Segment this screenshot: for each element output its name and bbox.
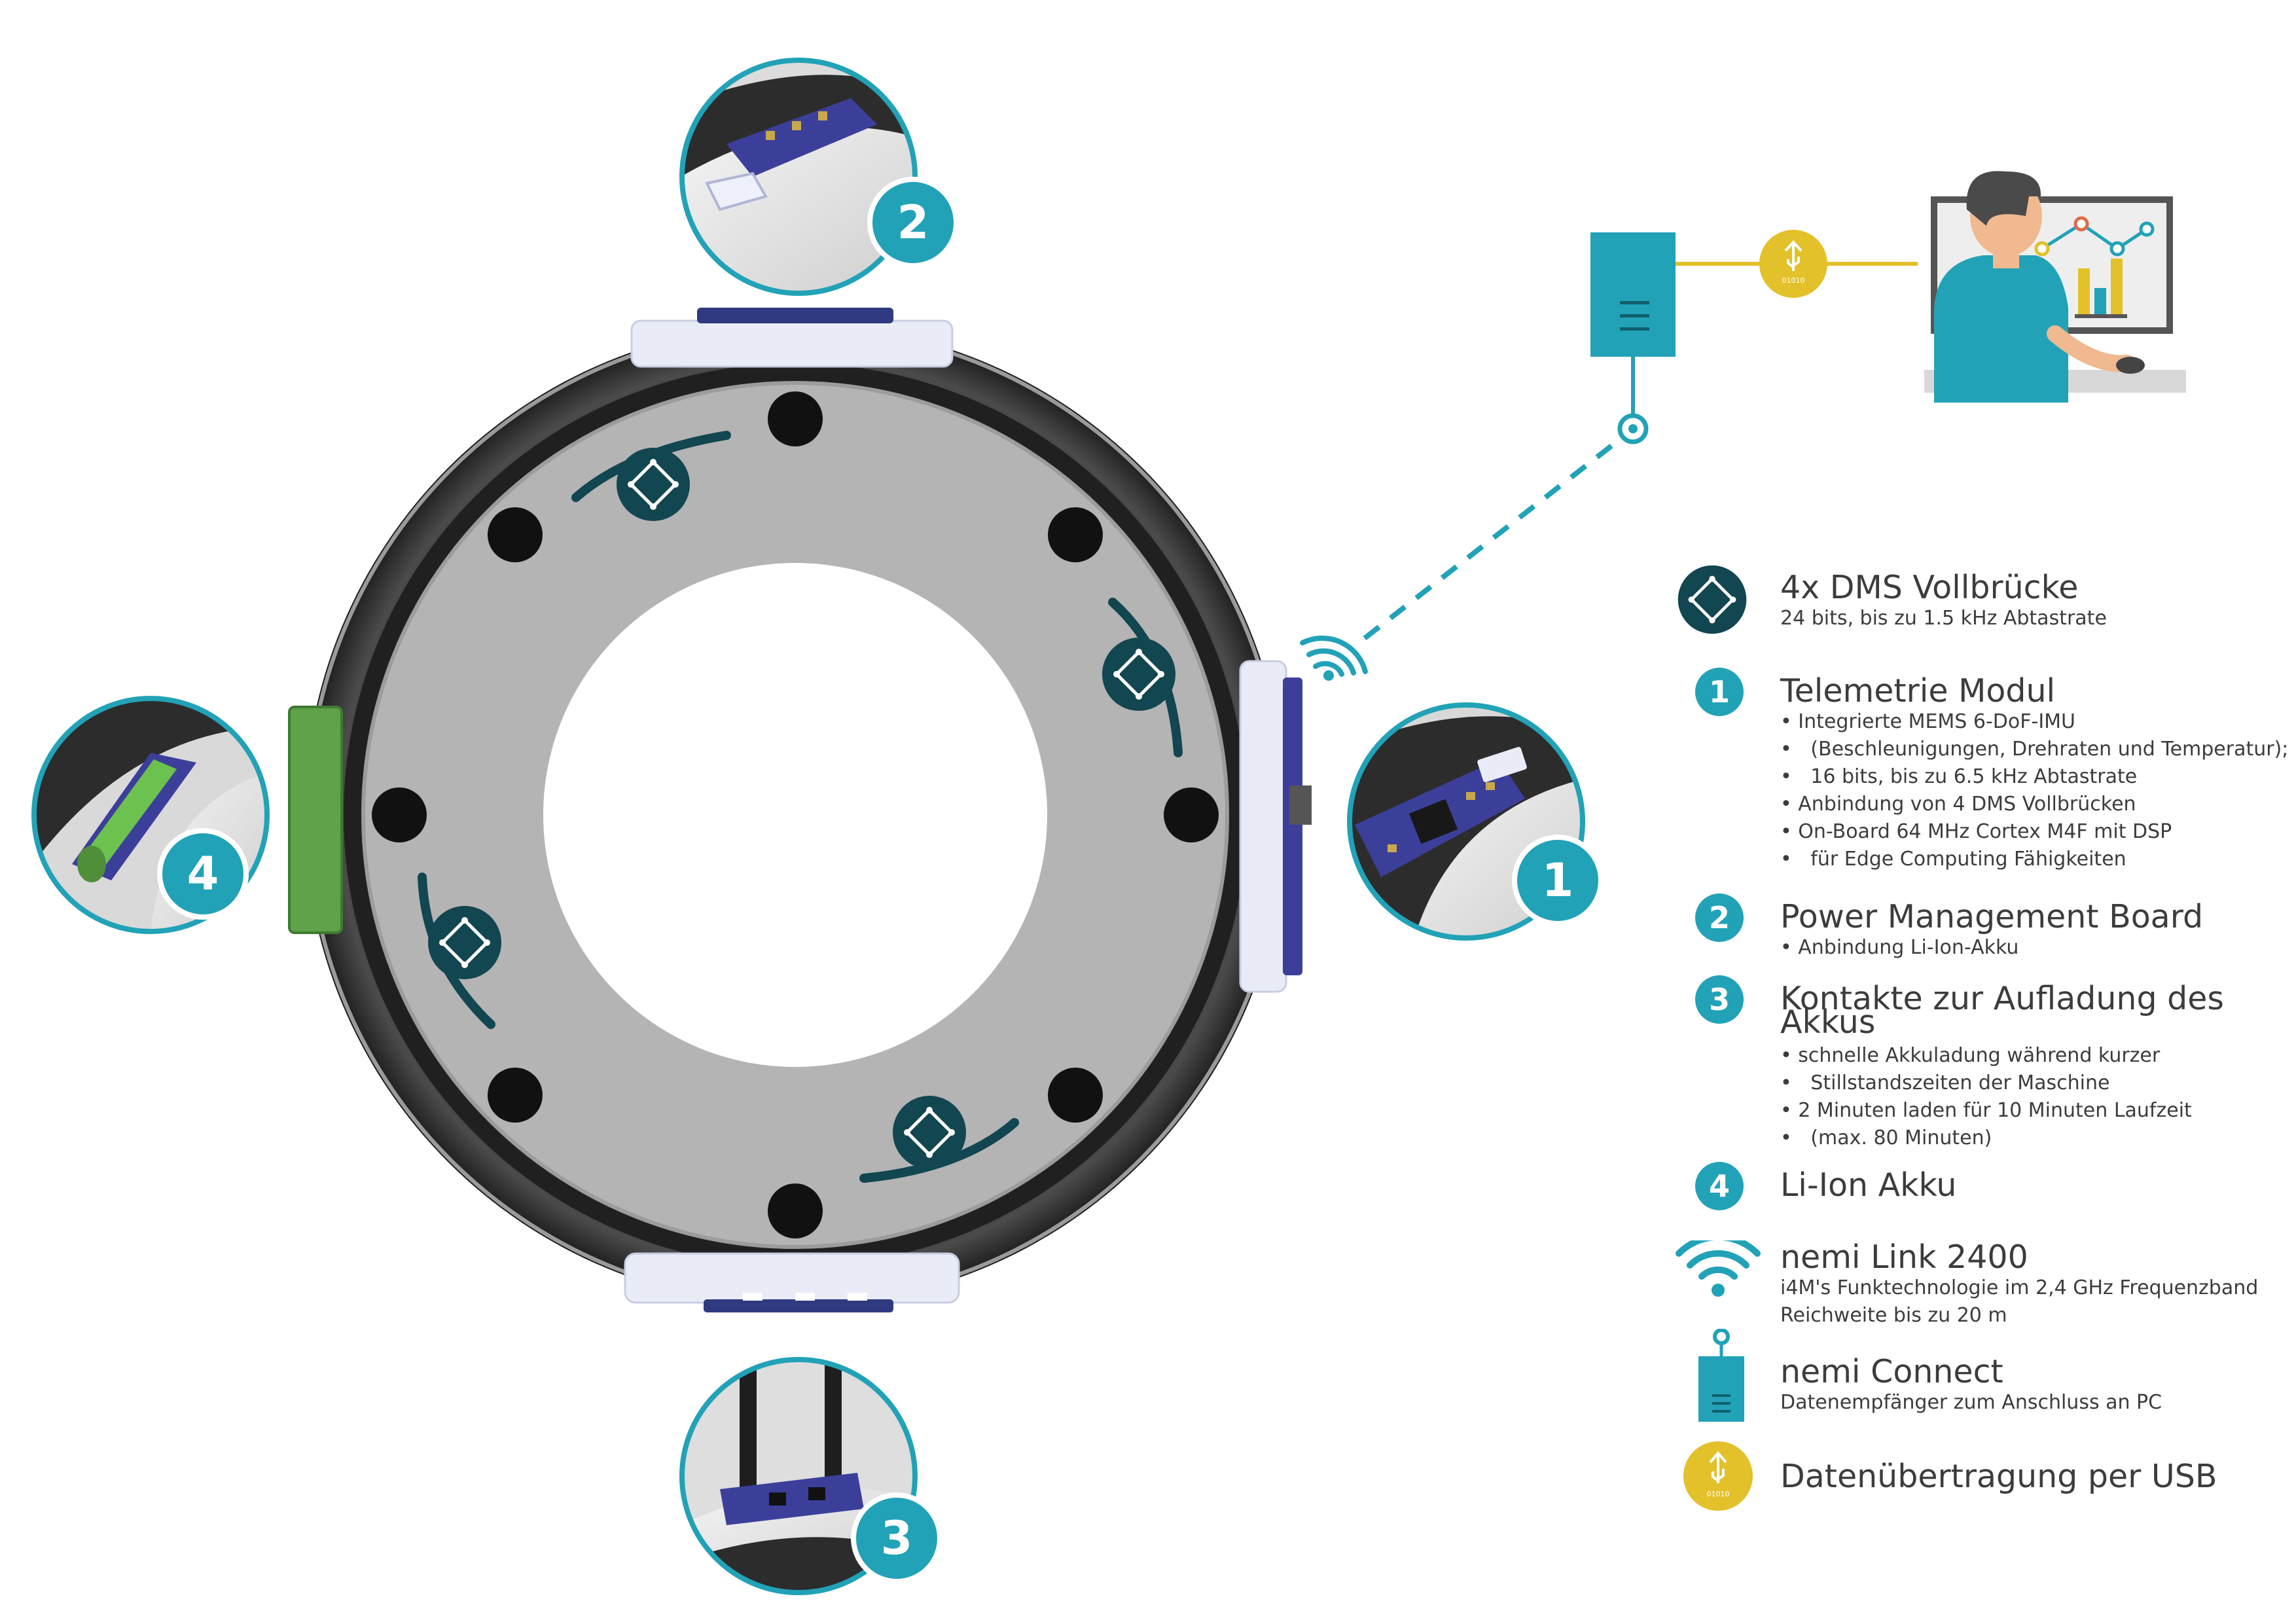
callout-2-badge: 2 <box>867 177 959 268</box>
list-item: Stillstandszeiten der Maschine <box>1780 1070 2192 1097</box>
list-item: für Edge Computing Fähigkeiten <box>1780 846 2288 873</box>
pc-workstation-icon <box>1924 171 2186 403</box>
legend-link-title: nemi Link 2400 <box>1780 1238 2028 1276</box>
sensor-ring <box>288 308 1312 1312</box>
battery-pack <box>288 706 343 934</box>
wifi-icon <box>1300 635 1368 681</box>
list-item: 2 Minuten laden für 10 Minuten Laufzeit <box>1780 1097 2192 1125</box>
legend-2-title: Power Management Board <box>1780 898 2204 935</box>
legend-connect-subtitle: Datenempfänger zum Anschluss an PC <box>1780 1391 2162 1414</box>
legend-2-bullets: Anbindung Li-Ion-Akku <box>1780 934 2018 962</box>
strain-gauge-icon <box>1102 638 1175 711</box>
wifi-icon <box>1676 1240 1761 1297</box>
usb-icon: 01010 <box>1683 1441 1753 1511</box>
callout-1: 1 <box>1347 702 1604 941</box>
legend-link-subtitle-1: i4M's Funktechnologie im 2,4 GHz Frequen… <box>1780 1276 2259 1299</box>
legend-dms-title: 4x DMS Vollbrücke <box>1780 569 2079 606</box>
mounting-holes <box>372 391 1219 1238</box>
legend-badge-3: 3 <box>1695 975 1744 1024</box>
callout-4-badge: 4 <box>157 828 249 920</box>
receiver-icon <box>1590 232 1676 357</box>
list-item: (Beschleunigungen, Drehraten und Tempera… <box>1780 736 2288 763</box>
wireless-link: 01010 <box>1300 171 2186 681</box>
legend-badge-1: 1 <box>1695 668 1744 716</box>
legend-connect-title: nemi Connect <box>1780 1353 2003 1390</box>
legend-3-title-line2: Akkus <box>1780 1003 1876 1041</box>
legend-usb-title: Datenübertragung per USB <box>1780 1458 2217 1495</box>
strain-gauge-icon <box>428 906 501 979</box>
list-item: On-Board 64 MHz Cortex M4F mit DSP <box>1780 818 2288 846</box>
callout-3: 3 <box>679 1357 942 1595</box>
list-item: Integrierte MEMS 6-DoF-IMU <box>1780 708 2288 736</box>
usb-icon-label: 01010 <box>1707 1490 1730 1498</box>
list-item: schnelle Akkuladung während kurzer <box>1780 1042 2192 1070</box>
legend-1-bullets: Integrierte MEMS 6-DoF-IMU (Beschleunigu… <box>1780 708 2288 873</box>
list-item: (max. 80 Minuten) <box>1780 1125 2192 1152</box>
telemetry-module-housing <box>1239 660 1312 993</box>
contacts-detail-icon <box>720 1362 864 1525</box>
list-item: Anbindung Li-Ion-Akku <box>1780 934 2018 962</box>
pcb-detail-icon <box>705 98 877 211</box>
legend-1-title: Telemetrie Modul <box>1780 672 2056 710</box>
strain-gauges <box>418 431 1183 1183</box>
callout-1-badge: 1 <box>1512 835 1604 926</box>
legend-badge-2: 2 <box>1695 893 1744 942</box>
callout-2: 2 <box>679 58 959 296</box>
power-board-housing <box>630 308 954 368</box>
list-item: 16 bits, bis zu 6.5 kHz Abtastrate <box>1780 763 2288 791</box>
legend-4-title: Li-Ion Akku <box>1780 1166 1957 1204</box>
battery-detail-icon <box>72 753 196 882</box>
callout-3-badge: 3 <box>851 1492 942 1584</box>
legend-dms-subtitle: 24 bits, bis zu 1.5 kHz Abtastrate <box>1780 607 2107 630</box>
strain-gauge-icon <box>617 448 690 521</box>
usb-icon-label: 01010 <box>1782 276 1805 285</box>
pcb-detail-icon <box>1355 747 1527 877</box>
usb-icon: 01010 <box>1759 230 1827 298</box>
legend-3-title-line1: Kontakte zur Aufladung des <box>1780 980 2224 1017</box>
legend-link-subtitle-2: Reichweite bis zu 20 m <box>1780 1304 2007 1327</box>
callout-4: 4 <box>31 696 270 934</box>
ring-bore <box>543 563 1047 1067</box>
strain-gauge-icon <box>1677 565 1747 634</box>
legend-badge-4: 4 <box>1695 1162 1744 1210</box>
contacts-housing <box>624 1252 960 1312</box>
strain-gauge-icon <box>893 1096 966 1169</box>
list-item: Anbindung von 4 DMS Vollbrücken <box>1780 791 2288 818</box>
legend-3-bullets: schnelle Akkuladung während kurzer Still… <box>1780 1042 2192 1152</box>
receiver-icon <box>1698 1329 1744 1422</box>
